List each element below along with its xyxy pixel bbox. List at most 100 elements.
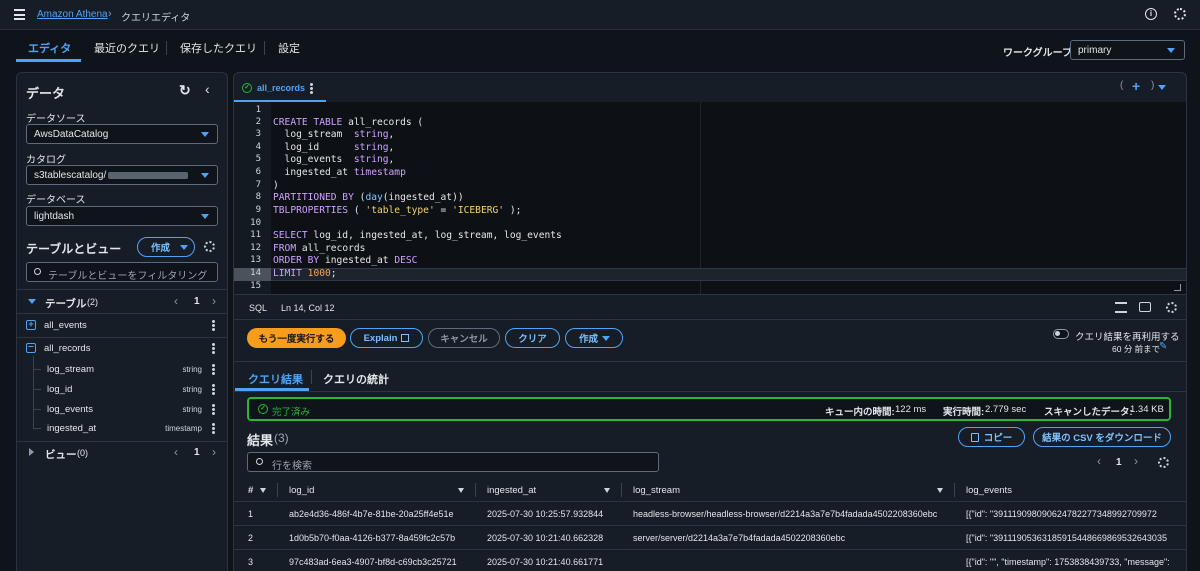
query-tab[interactable]: ✓ all_records bbox=[234, 73, 326, 102]
column-type: string bbox=[182, 385, 202, 394]
column-actions-icon[interactable] bbox=[212, 364, 215, 375]
results-search-input[interactable]: 行を検索 bbox=[247, 452, 659, 472]
tab-editor[interactable]: エディタ bbox=[28, 43, 72, 55]
active-line-highlight bbox=[234, 268, 1186, 281]
results-next-page-icon[interactable]: › bbox=[1134, 454, 1138, 468]
column-header-log-events[interactable]: log_events bbox=[966, 485, 1012, 496]
edit-pencil-icon[interactable]: ✎ bbox=[1159, 341, 1168, 352]
table-filter-placeholder: テーブルとビューをフィルタリング bbox=[48, 271, 208, 282]
tables-section-header[interactable]: テーブル (2) ‹ 1 › bbox=[17, 292, 217, 312]
keyboard-shortcuts-icon[interactable] bbox=[1139, 302, 1151, 312]
clear-button[interactable]: クリア bbox=[505, 328, 560, 348]
tables-next-page-icon[interactable]: › bbox=[212, 294, 216, 308]
column-item[interactable]: ingested_at timestamp bbox=[17, 419, 217, 439]
refresh-icon[interactable]: ↻ bbox=[179, 82, 191, 98]
line-number: 1 bbox=[255, 105, 261, 115]
column-header-ingested-at[interactable]: ingested_at bbox=[487, 485, 537, 496]
tab-scroll-right-icon[interactable]: ) bbox=[1151, 80, 1155, 91]
preferences-icon[interactable] bbox=[204, 241, 215, 252]
data-panel-title: データ bbox=[26, 86, 66, 101]
explain-label: Explain bbox=[363, 332, 398, 344]
editor-preferences-icon[interactable] bbox=[1166, 302, 1177, 313]
workgroup-select[interactable]: primary bbox=[1070, 40, 1185, 60]
table-name: all_records bbox=[44, 343, 91, 354]
column-actions-icon[interactable] bbox=[212, 404, 215, 415]
sort-icon[interactable] bbox=[458, 488, 464, 493]
menu-icon[interactable] bbox=[14, 9, 25, 20]
line-number: 5 bbox=[255, 154, 261, 164]
column-header-log-stream[interactable]: log_stream bbox=[633, 485, 680, 496]
table-actions-icon[interactable] bbox=[212, 320, 215, 331]
info-icon[interactable]: i bbox=[1145, 8, 1157, 20]
table-actions-icon[interactable] bbox=[212, 343, 215, 354]
breadcrumb-current: クエリエディタ bbox=[121, 13, 191, 24]
views-section-header[interactable]: ビュー (0) ‹ 1 › bbox=[17, 443, 217, 463]
line-number: 13 bbox=[250, 255, 261, 265]
column-item[interactable]: log_stream string bbox=[17, 360, 217, 380]
create-button[interactable]: 作成 bbox=[565, 328, 623, 348]
catalog-select[interactable]: s3tablescatalog/ bbox=[26, 165, 218, 185]
cancel-button[interactable]: キャンセル bbox=[428, 328, 500, 348]
code-line: log_stream string, bbox=[273, 129, 395, 140]
format-query-icon[interactable] bbox=[1115, 302, 1127, 313]
tab-query-results[interactable]: クエリ結果 bbox=[248, 374, 303, 386]
exec-time-value: 2.779 sec bbox=[985, 404, 1027, 415]
column-header-log-id[interactable]: log_id bbox=[289, 485, 315, 496]
column-item[interactable]: log_id string bbox=[17, 380, 217, 400]
tab-list-dropdown-icon[interactable] bbox=[1158, 85, 1166, 90]
sort-icon[interactable] bbox=[260, 488, 266, 493]
sort-icon[interactable] bbox=[937, 488, 943, 493]
download-csv-button[interactable]: 結果の CSV をダウンロード bbox=[1033, 427, 1171, 447]
collapse-minus-icon[interactable]: – bbox=[26, 342, 36, 353]
table-filter-input[interactable]: テーブルとビューをフィルタリング bbox=[26, 262, 218, 282]
table-cell: 2025-07-30 10:21:40.662328 bbox=[487, 533, 604, 543]
explain-button[interactable]: Explain bbox=[350, 328, 423, 348]
table-item-all-events[interactable]: + all_events bbox=[17, 316, 217, 336]
results-page-number[interactable]: 1 bbox=[1116, 457, 1122, 468]
database-select[interactable]: lightdash bbox=[26, 206, 218, 226]
resize-handle-icon[interactable] bbox=[1174, 284, 1181, 291]
table-cell: [{"id": "3911190980906247822773489927099… bbox=[966, 509, 1157, 519]
column-item[interactable]: log_events string bbox=[17, 400, 217, 420]
column-actions-icon[interactable] bbox=[212, 423, 215, 434]
settings-icon[interactable] bbox=[1174, 8, 1186, 20]
views-page-number[interactable]: 1 bbox=[194, 447, 200, 458]
collapse-panel-icon[interactable]: ‹ bbox=[205, 81, 210, 97]
line-number: 11 bbox=[250, 230, 261, 240]
line-number: 8 bbox=[255, 192, 261, 202]
reuse-results-toggle[interactable] bbox=[1053, 329, 1069, 339]
queue-time-value: 122 ms bbox=[895, 404, 927, 415]
table-row[interactable] bbox=[234, 502, 1186, 526]
tables-label: テーブル bbox=[45, 298, 87, 310]
results-preferences-icon[interactable] bbox=[1158, 457, 1169, 468]
tables-prev-page-icon[interactable]: ‹ bbox=[174, 294, 178, 308]
code-editor[interactable] bbox=[234, 102, 1186, 294]
copy-button[interactable]: コピー bbox=[958, 427, 1025, 447]
tab-recent-queries[interactable]: 最近のクエリ bbox=[94, 43, 160, 55]
views-prev-page-icon[interactable]: ‹ bbox=[174, 445, 178, 459]
views-next-page-icon[interactable]: › bbox=[212, 445, 216, 459]
tab-settings[interactable]: 設定 bbox=[278, 43, 300, 55]
divider bbox=[234, 391, 1186, 392]
breadcrumb-service-link[interactable]: Amazon Athena bbox=[37, 9, 108, 20]
tab-scroll-left-icon[interactable]: ( bbox=[1120, 80, 1124, 91]
tables-page-number[interactable]: 1 bbox=[194, 296, 200, 307]
column-actions-icon[interactable] bbox=[212, 384, 215, 395]
datasource-select[interactable]: AwsDataCatalog bbox=[26, 124, 218, 144]
line-number: 2 bbox=[255, 117, 261, 127]
add-tab-icon[interactable]: + bbox=[1132, 78, 1141, 94]
query-tab-label: all_records bbox=[257, 83, 306, 93]
create-table-button[interactable]: 作成 bbox=[137, 237, 195, 257]
sort-icon[interactable] bbox=[604, 488, 610, 493]
table-item-all-records[interactable]: – all_records bbox=[17, 339, 217, 359]
expand-plus-icon[interactable]: + bbox=[26, 320, 36, 330]
results-prev-page-icon[interactable]: ‹ bbox=[1097, 454, 1101, 468]
column-header-index[interactable]: # bbox=[248, 485, 254, 496]
tab-saved-queries[interactable]: 保存したクエリ bbox=[180, 43, 257, 55]
table-row[interactable] bbox=[234, 526, 1186, 550]
tab-query-stats[interactable]: クエリの統計 bbox=[323, 374, 389, 386]
run-again-button[interactable]: もう一度実行する bbox=[247, 328, 346, 348]
results-title: 結果 bbox=[247, 433, 274, 448]
line-number: 4 bbox=[255, 142, 261, 152]
query-tab-actions-icon[interactable] bbox=[310, 83, 313, 94]
